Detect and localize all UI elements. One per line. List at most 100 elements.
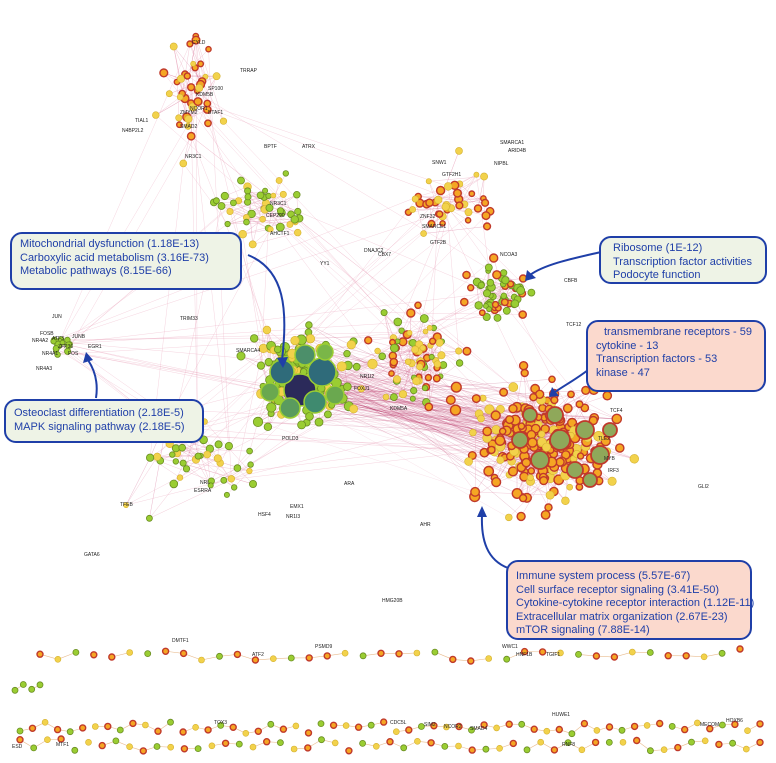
network-edge xyxy=(356,349,416,368)
network-node-orange xyxy=(428,337,437,345)
network-edge xyxy=(252,232,298,245)
network-node-yellow xyxy=(190,60,197,67)
network-node-yellow xyxy=(169,42,178,51)
network-node-orange xyxy=(233,650,242,659)
network-node-yellow xyxy=(372,742,380,750)
network-node-orange xyxy=(505,720,513,728)
network-edge xyxy=(391,327,430,374)
network-node-green xyxy=(367,721,375,729)
network-node-orange xyxy=(491,300,500,309)
network-edge xyxy=(197,410,533,429)
network-edge xyxy=(300,400,551,496)
network-node-yellow xyxy=(165,90,173,98)
annotation-line: transmembrane receptors - 59 xyxy=(604,326,752,338)
node-label: HSF4 xyxy=(258,512,271,518)
network-edge xyxy=(260,228,269,366)
node-label: ESD xyxy=(12,744,23,750)
network-node-green xyxy=(417,723,425,730)
network-node-orange xyxy=(467,284,475,292)
network-node-yellow xyxy=(342,722,350,729)
annotation-line: Transcription factors - 53 xyxy=(596,353,718,365)
network-node-orange xyxy=(435,185,446,196)
network-node-orange xyxy=(345,747,353,755)
node-label: HNF1B xyxy=(516,652,533,658)
network-edge xyxy=(269,194,297,209)
network-node-green xyxy=(212,197,220,205)
network-node-orange xyxy=(380,718,388,726)
network-node-yellow xyxy=(493,724,500,732)
network-node-yellow xyxy=(628,648,636,656)
network-node-orange xyxy=(193,97,203,107)
network-node-yellow xyxy=(286,221,294,228)
network-node-yellow xyxy=(469,428,477,437)
network-node-orange xyxy=(544,503,553,512)
network-node-green xyxy=(564,739,572,746)
network-node-green xyxy=(71,746,79,754)
annotation-line: Osteoclast differentiation (2.18E-5) xyxy=(14,407,184,419)
node-label: CEP290 xyxy=(266,213,285,219)
node-label: SNW1 xyxy=(432,160,447,166)
node-label: SMARCA1 xyxy=(500,140,524,146)
network-node-orange xyxy=(229,723,237,731)
node-label: ZNF32 xyxy=(420,214,436,220)
network-node-orange xyxy=(575,400,584,409)
network-node-orange xyxy=(518,493,528,503)
network-node-orange xyxy=(406,308,416,318)
hub-node-green xyxy=(303,390,327,414)
network-node-green xyxy=(575,651,582,658)
node-label: SIM2 xyxy=(424,722,436,728)
network-edge xyxy=(58,43,191,345)
network-node-orange xyxy=(550,746,559,754)
network-node-orange xyxy=(78,724,87,732)
annotation-line: Mitochondrial dysfunction (1.18E-13) xyxy=(20,238,200,250)
network-node-yellow xyxy=(537,738,545,746)
network-edge xyxy=(169,93,465,205)
network-node-orange xyxy=(183,72,192,80)
network-node-orange xyxy=(453,188,463,198)
network-node-orange xyxy=(414,301,422,310)
arrow-receptors xyxy=(554,369,589,393)
network-edge xyxy=(361,380,397,390)
network-edge xyxy=(184,40,197,99)
hub-node-green xyxy=(294,344,316,366)
network-node-green xyxy=(527,288,536,297)
node-label: RNF8 xyxy=(562,742,575,748)
network-node-orange xyxy=(388,370,395,377)
network-node-green xyxy=(217,202,226,210)
network-node-green xyxy=(224,441,233,451)
network-edge xyxy=(57,332,410,355)
network-node-green xyxy=(28,685,36,693)
network-node-orange xyxy=(254,727,262,735)
network-node-yellow xyxy=(411,195,419,203)
network-edge xyxy=(570,394,617,420)
network-node-green xyxy=(144,650,152,657)
network-node-orange xyxy=(159,68,169,78)
network-node-green xyxy=(223,491,230,498)
network-node-green xyxy=(474,301,483,310)
network-edge xyxy=(224,195,252,215)
network-node-yellow xyxy=(484,404,495,415)
network-node-orange xyxy=(377,649,385,657)
node-label: AHR xyxy=(420,522,431,528)
network-edge xyxy=(53,341,294,363)
network-node-yellow xyxy=(92,723,99,730)
network-node-green xyxy=(256,191,265,200)
node-label: HMG20B xyxy=(382,598,403,604)
network-node-green xyxy=(169,479,179,489)
network-edge xyxy=(418,196,484,199)
network-edge xyxy=(476,174,490,268)
node-label: NR4A2 xyxy=(32,338,48,344)
network-node-yellow xyxy=(290,745,298,753)
node-label: TIAL1 xyxy=(135,118,149,124)
network-node-green xyxy=(36,681,44,689)
network-node-yellow xyxy=(367,358,378,370)
network-node-green xyxy=(352,362,361,371)
network-node-orange xyxy=(518,361,529,371)
network-node-yellow xyxy=(219,117,228,125)
network-node-green xyxy=(247,461,254,468)
annotation-osteoclast: Osteoclast differentiation (2.18E-5) MAP… xyxy=(4,399,204,443)
network-node-orange xyxy=(427,739,435,747)
network-node-orange xyxy=(539,476,549,486)
network-node-yellow xyxy=(195,83,204,92)
network-node-orange xyxy=(499,387,509,397)
